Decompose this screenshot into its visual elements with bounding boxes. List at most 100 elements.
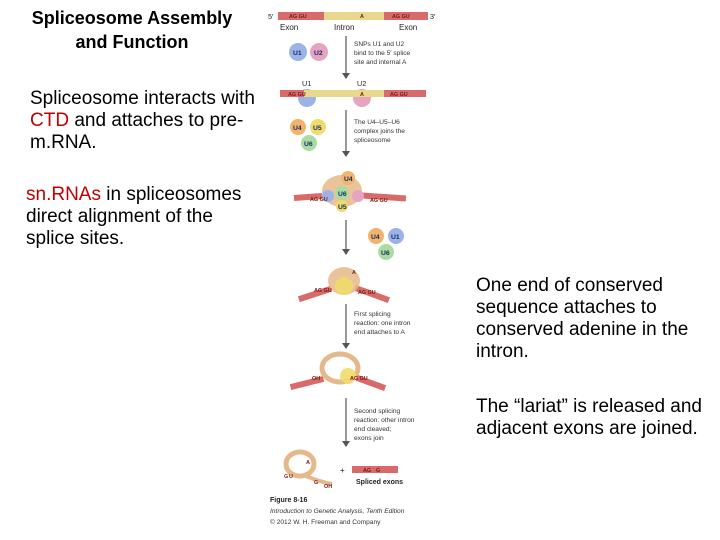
step2-line1: The U4–U5–U6 xyxy=(354,119,400,126)
exon-right-label: Exon xyxy=(399,23,417,32)
step4-line2: reaction: other intron xyxy=(354,417,415,424)
five-prime-label: 5′ xyxy=(268,12,274,21)
u5-bound-label: U5 xyxy=(338,204,347,211)
u2-label: U2 xyxy=(314,50,323,57)
exon-left-bar-4 xyxy=(297,285,333,303)
step4-line3: end cleaved; xyxy=(354,426,392,433)
lariat-loop-5 xyxy=(319,351,361,385)
u5-bound xyxy=(336,200,348,212)
book-line: Introduction to Genetic Analysis, Tenth … xyxy=(270,508,405,515)
step2-line3: spliceosome xyxy=(354,137,391,144)
oh-label-5: OH xyxy=(312,376,320,382)
plus-sign: + xyxy=(340,466,345,475)
lariat-u-label: U xyxy=(289,474,293,480)
u4-released-label: U4 xyxy=(371,234,380,241)
u4-snrnp xyxy=(290,119,306,135)
u6-released xyxy=(378,244,394,260)
copyright-line: © 2012 W. H. Freeman and Company xyxy=(270,518,381,526)
seq-ag-gu-4b: AG GU xyxy=(358,290,376,296)
u1-label: U1 xyxy=(293,50,302,57)
u4-label: U4 xyxy=(293,125,302,132)
seq-ag-gu-5: AG GU xyxy=(350,376,368,382)
seq-a-2: A xyxy=(360,92,364,98)
arrow-1-head xyxy=(342,73,350,79)
figure-number: Figure 8-16 xyxy=(270,497,307,504)
step1-line1: SNPs U1 and U2 xyxy=(354,41,405,48)
intron-bar xyxy=(324,12,384,20)
arrow-5-head xyxy=(342,441,350,447)
exon-right-bar-2 xyxy=(384,90,426,97)
released-lariat xyxy=(283,449,317,479)
title-line-2: and Function xyxy=(75,32,189,52)
paragraph-conserved-adenine: One end of conserved sequence attaches t… xyxy=(476,275,689,362)
u6-label: U6 xyxy=(304,141,313,148)
exon-right-bar-3 xyxy=(361,192,407,202)
u4-released xyxy=(368,228,384,244)
u6-bound xyxy=(335,186,349,200)
exon-left-bar-2 xyxy=(280,90,304,97)
step3-line2: reaction: one intron xyxy=(354,320,411,327)
u6-released-label: U6 xyxy=(381,250,390,257)
u1-bound-label: U1 xyxy=(302,79,311,88)
u5-snrnp xyxy=(310,119,326,135)
spliced-g: G xyxy=(376,468,380,474)
exon-left-bar xyxy=(278,12,324,20)
spliceosome-figure: 5′ 3′ AG GU A AG GU Exon Intron Exon U1 … xyxy=(268,12,436,526)
lariat-g-tail: G xyxy=(314,480,318,486)
snrnas-highlight: sn.RNAs xyxy=(26,184,101,205)
lariat-oh-label: OH xyxy=(324,484,332,490)
u2-in-complex xyxy=(352,190,364,202)
step4-line1: Second splicing xyxy=(354,408,401,415)
u1-in-complex xyxy=(322,190,334,202)
step4-line4: exons join xyxy=(354,435,384,442)
u2-bound-label: U2 xyxy=(357,79,366,88)
u5-u6-core-4 xyxy=(335,277,353,295)
seq-ag-gu-4: AG GU xyxy=(314,288,332,294)
seq-ag-gu-left: AG GU xyxy=(289,14,307,20)
seq-ag-gu-2: AG GU xyxy=(288,92,306,98)
exon-left-label: Exon xyxy=(280,23,298,32)
seq-branch-a: A xyxy=(360,14,364,20)
u2-snrnp xyxy=(310,43,328,61)
paragraph-lariat-released: The “lariat” is released and adjacent ex… xyxy=(476,396,702,439)
lariat-tail xyxy=(305,474,333,486)
title-line-1: Spliceosome Assembly xyxy=(31,8,233,28)
spliced-exons-label: Spliced exons xyxy=(356,479,403,486)
step1-line3: site and internal A xyxy=(354,59,407,66)
lariat-a-label: A xyxy=(306,460,310,466)
u6-snrnp xyxy=(301,135,317,151)
ctd-highlight: CTD xyxy=(30,110,70,131)
three-prime-label: 3′ xyxy=(430,12,436,21)
arrow-4-head xyxy=(342,343,350,349)
exon-right-bar xyxy=(384,12,428,20)
exon-left-bar-3 xyxy=(293,193,323,201)
paragraph-snrnas: sn.RNAs in spliceosomes direct alignment… xyxy=(26,184,266,250)
step1-line2: bind to the 5′ splice xyxy=(354,50,411,57)
step2-line2: complex joins the xyxy=(354,128,405,135)
seq-ag-gu-right: AG GU xyxy=(392,14,410,20)
u6-bound-label: U6 xyxy=(338,191,347,198)
para1-text-before: Spliceosome interacts with xyxy=(30,88,255,109)
u5-label: U5 xyxy=(313,125,322,132)
arrow-3-head xyxy=(342,249,350,255)
seq-ag-gu-2b: AG GU xyxy=(390,92,408,98)
exon-left-bar-5 xyxy=(289,375,325,391)
u1-released xyxy=(388,228,404,244)
spliced-exons-bar xyxy=(352,466,398,473)
paragraph-spliceosome-ctd: Spliceosome interacts with CTD and attac… xyxy=(30,88,270,154)
arrow-2-head xyxy=(342,151,350,157)
u1-released-label: U1 xyxy=(391,234,400,241)
seq-a-4: A xyxy=(352,270,356,276)
u4-bound-label: U4 xyxy=(344,176,353,183)
seq-ag-gu-3b: AG GU xyxy=(370,198,388,204)
exon-right-bar-4 xyxy=(354,285,390,303)
step3-line1: First splicing xyxy=(354,311,391,318)
exon-right-bar-5 xyxy=(355,375,387,391)
seq-ag-gu-3: AG GU xyxy=(310,197,328,203)
intron-bar-2 xyxy=(304,90,384,97)
intron-label: Intron xyxy=(334,23,354,32)
para2-text-after: in spliceosomes direct alignment of the … xyxy=(26,184,242,249)
para1-text-after: and attaches to pre-m.RNA. xyxy=(30,110,244,153)
lariat-g-label: G xyxy=(284,474,288,480)
u5-core-5 xyxy=(340,368,356,384)
